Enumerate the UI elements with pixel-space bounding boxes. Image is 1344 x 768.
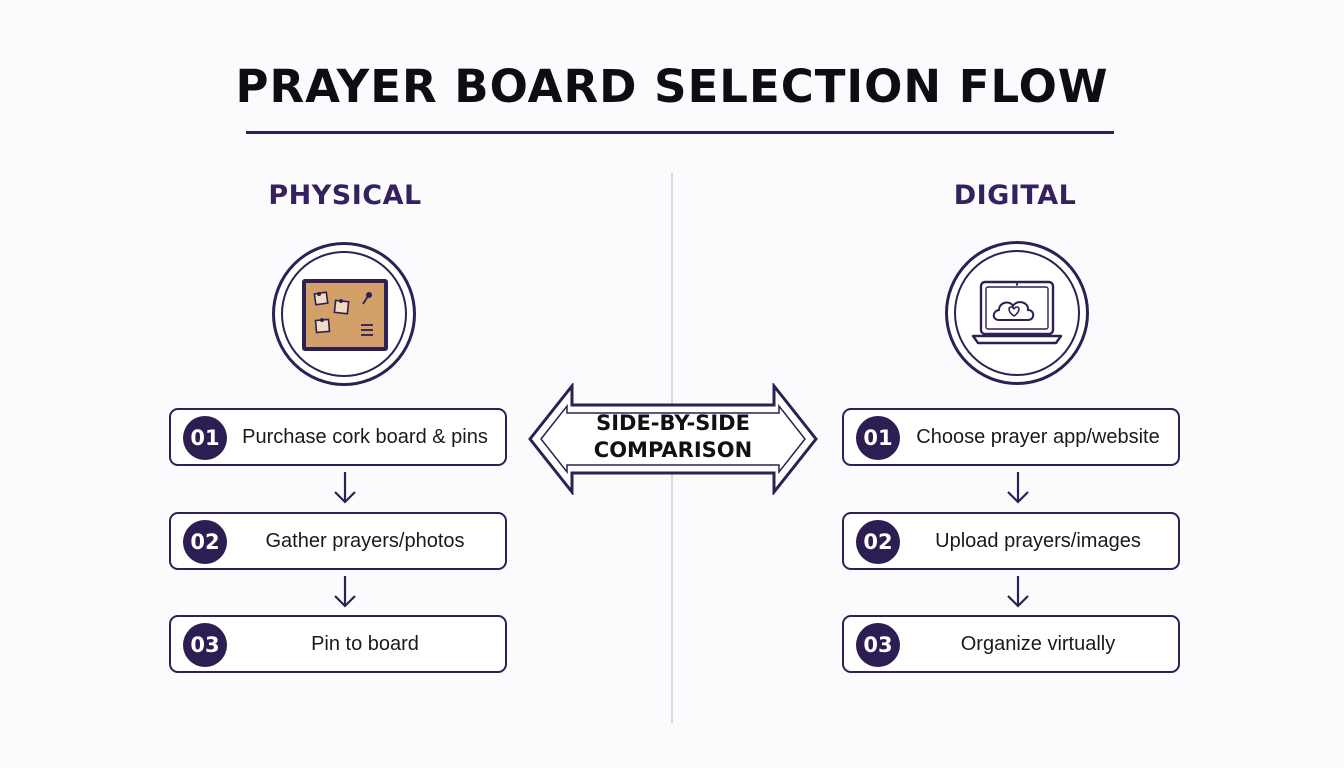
physical-heading: PHYSICAL — [268, 180, 422, 211]
down-arrow-icon — [1007, 472, 1029, 504]
step-number-badge: 02 — [856, 520, 900, 564]
step-label: Purchase cork board & pins — [242, 425, 488, 448]
digital-step-1: 01 Choose prayer app/website — [842, 408, 1180, 466]
digital-heading: DIGITAL — [953, 180, 1077, 211]
page-title: PRAYER BOARD SELECTION FLOW — [235, 60, 1109, 113]
digital-step-3: 03 Organize virtually — [842, 615, 1180, 673]
physical-step-1: 01 Purchase cork board & pins — [169, 408, 507, 466]
step-number-badge: 01 — [183, 416, 227, 460]
step-number-badge: 02 — [183, 520, 227, 564]
double-arrow-icon — [528, 383, 818, 495]
step-number-badge: 03 — [183, 623, 227, 667]
comparison-line-1: SIDE-BY-SIDE — [596, 411, 750, 435]
title-underline — [246, 131, 1114, 134]
step-label: Gather prayers/photos — [265, 529, 465, 552]
step-label: Upload prayers/images — [935, 529, 1141, 552]
physical-step-2: 02 Gather prayers/photos — [169, 512, 507, 570]
comparison-label: SIDE-BY-SIDE COMPARISON — [527, 410, 819, 464]
step-number-badge: 01 — [856, 416, 900, 460]
down-arrow-icon — [1007, 576, 1029, 608]
laptop-cloud-heart-icon — [945, 241, 1089, 385]
physical-step-3: 03 Pin to board — [169, 615, 507, 673]
down-arrow-icon — [334, 472, 356, 504]
step-label: Choose prayer app/website — [916, 425, 1160, 448]
step-label: Organize virtually — [960, 632, 1116, 655]
down-arrow-icon — [334, 576, 356, 608]
cork-board-icon — [272, 242, 416, 386]
digital-step-2: 02 Upload prayers/images — [842, 512, 1180, 570]
comparison-line-2: COMPARISON — [593, 438, 753, 462]
step-number-badge: 03 — [856, 623, 900, 667]
step-label: Pin to board — [311, 632, 419, 655]
